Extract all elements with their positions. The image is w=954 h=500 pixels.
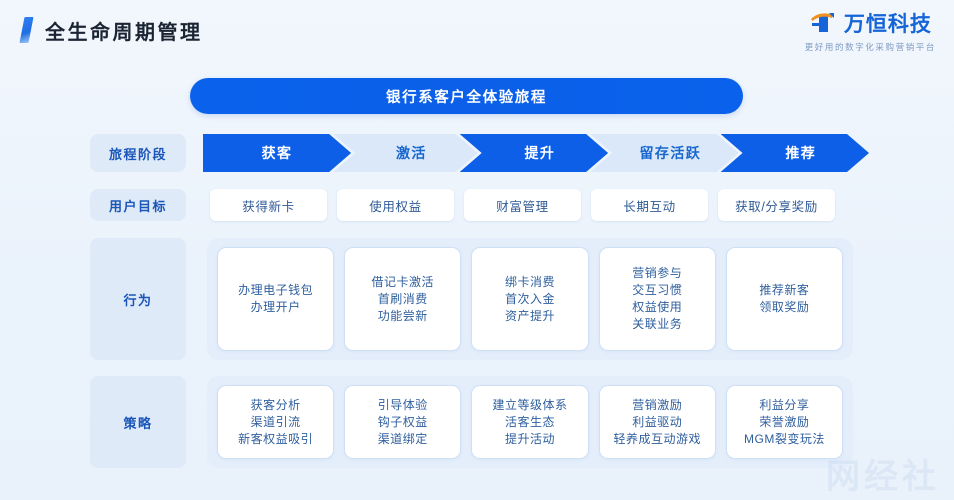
strategy-card-line: 荣誉激励 [759, 414, 810, 429]
journey-banner-text: 银行系客户全体验旅程 [386, 89, 547, 106]
goal-pill-label: 获得新卡 [242, 199, 295, 214]
behavior-card-row: 办理电子钱包办理开户借记卡激活首刷消费功能尝新绑卡消费首次入金资产提升营销参与交… [207, 238, 853, 360]
title-group: 全生命周期管理 [19, 16, 203, 45]
behavior-card-3[interactable]: 绑卡消费首次入金资产提升 [471, 247, 589, 351]
strategy-card-3[interactable]: 建立等级体系活客生态提升活动 [471, 385, 589, 459]
strategy-card-line: 渠道绑定 [377, 431, 428, 446]
strategy-card-line: 利益分享 [759, 397, 810, 412]
brand-logo: 万恒科技 更好用的数字化采购营销平台 [805, 8, 936, 53]
goal-pill-5[interactable]: 获取/分享奖励 [718, 189, 835, 221]
strategy-card-1[interactable]: 获客分析渠道引流新客权益吸引 [217, 385, 335, 459]
goal-pill-2[interactable]: 使用权益 [337, 189, 454, 221]
behavior-card-5[interactable]: 推荐新客领取奖励 [725, 247, 844, 351]
behavior-card-line: 办理开户 [250, 300, 301, 314]
stage-chevron-1[interactable]: 获客 [203, 134, 351, 172]
behavior-card-line: 营销参与 [632, 266, 683, 280]
goal-pill-label: 使用权益 [369, 199, 422, 214]
logo-row: 万恒科技 [809, 8, 932, 38]
behavior-card-line: 推荐新客 [759, 283, 810, 297]
stage-chevron-row: 获客 激活 提升 留存活跃 推荐 [203, 134, 851, 172]
behavior-card-line: 交互习惯 [632, 283, 683, 297]
behavior-card-line: 办理电子钱包 [238, 283, 314, 297]
behavior-card-line: 资产提升 [505, 308, 556, 323]
strategy-card-line: MGM裂变玩法 [744, 431, 825, 446]
strategy-card-line: 营销激励 [632, 397, 683, 412]
strategy-card-line: 新客权益吸引 [238, 431, 314, 446]
behavior-card-line: 功能尝新 [377, 308, 428, 323]
strategy-card-2[interactable]: 引导体验钩子权益渠道绑定 [344, 385, 462, 459]
row-label-strategy: 策略 [90, 376, 186, 468]
strategy-card-line: 钩子权益 [377, 414, 428, 429]
company-h-logo-icon [809, 10, 839, 36]
strategy-card-line: 获客分析 [250, 397, 301, 412]
stage-chevron-label: 留存活跃 [639, 145, 702, 161]
stage-chevron-label: 激活 [396, 145, 427, 161]
behavior-card-1[interactable]: 办理电子钱包办理开户 [217, 247, 335, 351]
goal-pill-label: 财富管理 [496, 199, 549, 214]
stage-chevron-4[interactable]: 留存活跃 [590, 134, 738, 172]
behavior-card-line: 领取奖励 [759, 300, 810, 314]
behavior-card-line: 权益使用 [632, 300, 683, 314]
strategy-card-line: 轻养成互动游戏 [613, 431, 701, 446]
goal-pill-3[interactable]: 财富管理 [464, 189, 581, 221]
stage-chevron-label: 推荐 [785, 145, 817, 161]
journey-banner: 银行系客户全体验旅程 [190, 78, 743, 114]
behavior-card-line: 关联业务 [632, 317, 683, 331]
strategy-card-line: 引导体验 [377, 397, 428, 412]
stage-chevron-label: 提升 [524, 145, 556, 161]
strategy-card-line: 建立等级体系 [492, 397, 568, 412]
stage-chevron-3[interactable]: 提升 [460, 134, 608, 172]
behavior-card-2[interactable]: 借记卡激活首刷消费功能尝新 [344, 247, 462, 351]
accent-bar-icon [19, 17, 34, 43]
behavior-card-line: 借记卡激活 [371, 274, 435, 289]
goal-pill-row: 获得新卡 使用权益 财富管理 长期互动 获取/分享奖励 [210, 189, 846, 221]
row-label-stage: 旅程阶段 [90, 134, 186, 172]
page-header: 全生命周期管理 万恒科技 更好用的数字化采购营销平台 [0, 0, 954, 60]
strategy-card-row: 获客分析渠道引流新客权益吸引引导体验钩子权益渠道绑定建立等级体系活客生态提升活动… [207, 376, 853, 468]
stage-chevron-label: 获客 [261, 145, 293, 161]
logo-tagline: 更好用的数字化采购营销平台 [804, 42, 936, 52]
strategy-card-4[interactable]: 营销激励利益驱动轻养成互动游戏 [598, 385, 716, 459]
goal-pill-1[interactable]: 获得新卡 [210, 189, 327, 221]
goal-pill-4[interactable]: 长期互动 [591, 189, 708, 221]
stage-chevron-2[interactable]: 激活 [333, 134, 478, 172]
stage-chevron-5[interactable]: 推荐 [721, 134, 869, 172]
strategy-card-line: 利益驱动 [632, 414, 683, 429]
row-label-behavior: 行为 [90, 238, 186, 360]
goal-pill-label: 长期互动 [623, 199, 676, 214]
strategy-card-line: 活客生态 [505, 414, 556, 429]
row-label-goal: 用户目标 [90, 189, 186, 221]
goal-pill-label: 获取/分享奖励 [735, 199, 818, 214]
logo-company-name: 万恒科技 [843, 13, 932, 36]
strategy-card-line: 提升活动 [505, 431, 556, 446]
strategy-card-line: 渠道引流 [250, 414, 301, 429]
strategy-card-5[interactable]: 利益分享荣誉激励 MGM裂变玩法 [725, 385, 844, 459]
behavior-card-line: 首次入金 [505, 291, 556, 306]
behavior-card-4[interactable]: 营销参与交互习惯权益使用关联业务 [598, 247, 716, 351]
behavior-card-line: 首刷消费 [377, 291, 428, 306]
behavior-card-line: 绑卡消费 [505, 274, 556, 289]
page-title: 全生命周期管理 [45, 21, 203, 44]
